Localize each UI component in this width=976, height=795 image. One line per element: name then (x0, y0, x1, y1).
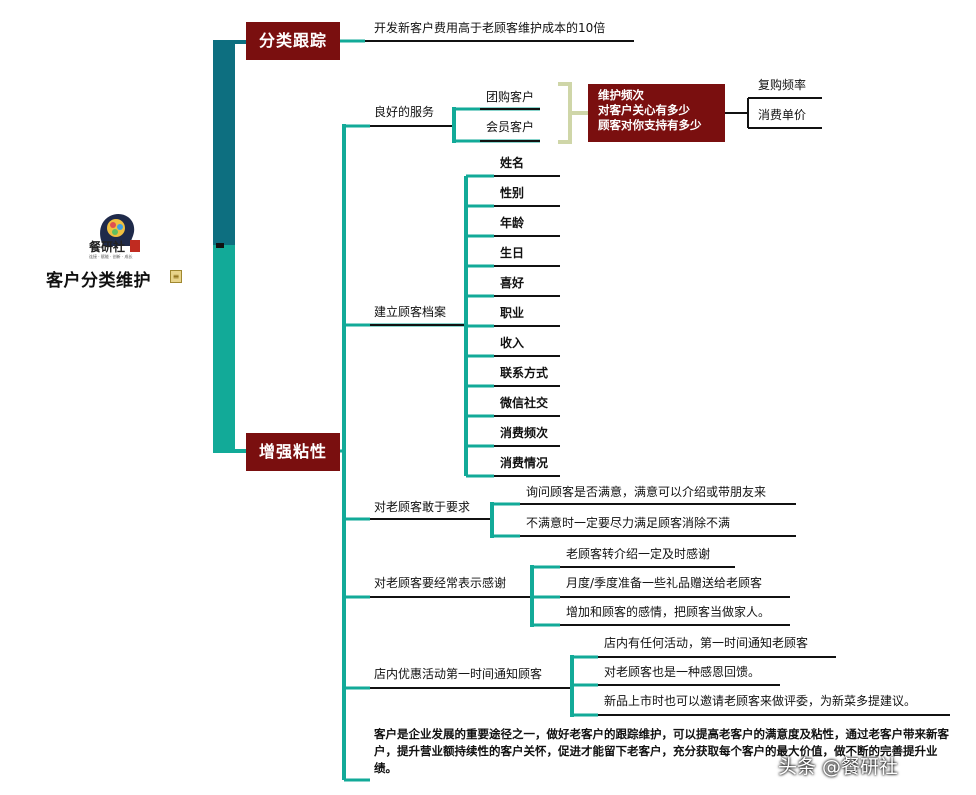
repurchase-frequency[interactable]: 复购频率 (758, 78, 807, 92)
branch-stickiness[interactable]: 增强粘性 (246, 433, 340, 471)
summary-line: 维护频次 (598, 88, 644, 102)
logo-seal (130, 240, 140, 252)
logo-name: 餐研社 (89, 240, 126, 254)
promo-item[interactable]: 店内有任何活动，第一时间通知老顾客 (604, 636, 809, 650)
profile-field[interactable]: 姓名 (500, 156, 525, 170)
good-service-node[interactable]: 良好的服务 (374, 105, 435, 119)
summary-line: 对客户关心有多少 (598, 103, 690, 117)
customer-profile-node[interactable]: 建立顾客档案 (374, 305, 447, 319)
promo-item[interactable]: 对老顾客也是一种感恩回馈。 (604, 665, 761, 679)
group-buy-customer[interactable]: 团购客户 (486, 90, 535, 104)
branch-tracking[interactable]: 分类跟踪 (246, 22, 340, 60)
summary-line: 顾客对你支持有多少 (598, 118, 702, 132)
gratitude-node[interactable]: 对老顾客要经常表示感谢 (374, 576, 507, 590)
note-icon[interactable]: ≡ (170, 270, 182, 283)
tracking-item[interactable]: 开发新客户费用高于老顾客维护成本的10倍 (374, 21, 606, 35)
unit-spend[interactable]: 消费单价 (758, 108, 807, 122)
member-customer[interactable]: 会员客户 (486, 120, 535, 134)
profile-field[interactable]: 消费情况 (500, 456, 549, 470)
demand-item[interactable]: 询问顾客是否满意，满意可以介绍或带朋友来 (526, 485, 767, 499)
maintenance-summary-box[interactable]: 维护频次 对客户关心有多少 顾客对你支持有多少 (588, 84, 725, 142)
promo-node[interactable]: 店内优惠活动第一时间通知顾客 (374, 667, 543, 681)
watermark: 头条 @餐研社 (778, 756, 899, 778)
profile-field[interactable]: 联系方式 (500, 366, 549, 380)
gratitude-item[interactable]: 月度/季度准备一些礼品赠送给老顾客 (566, 576, 763, 590)
summary-paragraph[interactable]: 客户是企业发展的重要途径之一，做好老客户的跟踪维护，可以提高老客户的满意度及粘性… (374, 727, 949, 775)
demand-item[interactable]: 不满意时一定要尽力满足顾客消除不满 (526, 516, 731, 530)
logo-subtitle: 连接 · 赋能 · 创新 · 成长 (89, 254, 133, 259)
promo-item[interactable]: 新品上市时也可以邀请老顾客来做评委，为新菜多提建议。 (604, 694, 917, 708)
demands-node[interactable]: 对老顾客敢于要求 (374, 500, 471, 514)
gratitude-item[interactable]: 老顾客转介绍一定及时感谢 (566, 547, 711, 561)
profile-field[interactable]: 微信社交 (500, 396, 549, 410)
profile-field[interactable]: 喜好 (500, 276, 525, 290)
profile-field[interactable]: 生日 (500, 246, 525, 260)
gratitude-item[interactable]: 增加和顾客的感情，把顾客当做家人。 (566, 605, 771, 619)
logo-head-icon (100, 213, 135, 246)
root-node-title[interactable]: 客户分类维护 (46, 271, 151, 291)
profile-field[interactable]: 消费频次 (500, 426, 549, 440)
profile-field[interactable]: 年龄 (500, 216, 525, 230)
profile-field[interactable]: 收入 (500, 336, 525, 350)
profile-field[interactable]: 职业 (500, 306, 525, 320)
profile-field[interactable]: 性别 (500, 186, 525, 200)
